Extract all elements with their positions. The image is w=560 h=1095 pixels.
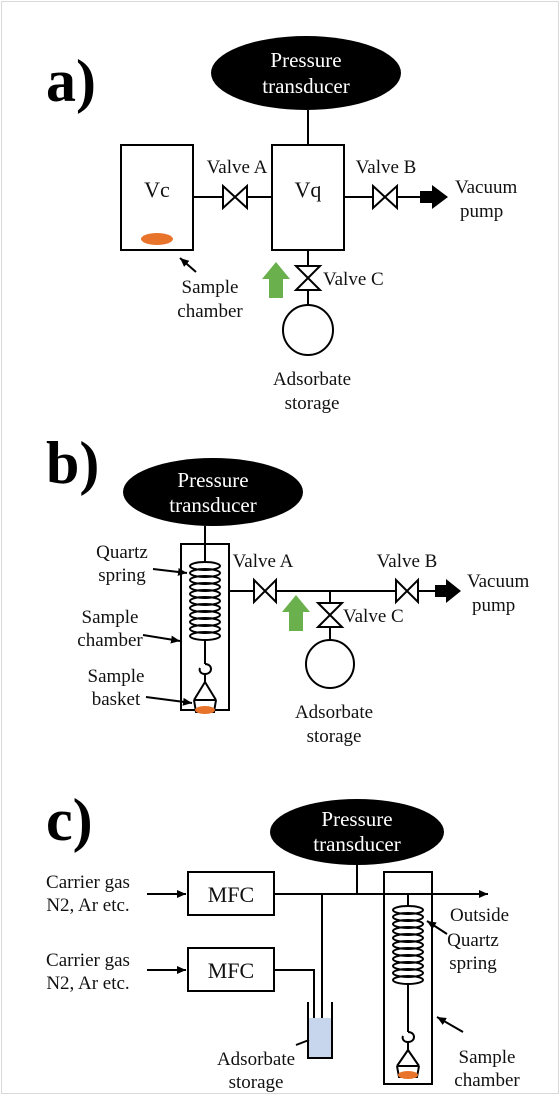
panel-a-vacuum-arrow [420,185,448,209]
panel-b-valve-b-symbol [395,577,419,605]
panel-c-carrier-gas-2-line1: Carrier gas [46,950,130,971]
panel-b-sample-basket-line2: basket [92,689,141,710]
panel-a-letter: a) [46,48,96,114]
panel-a-valve-b-symbol [372,183,398,211]
panel-a-valve-a-label: Valve A [207,157,268,178]
panel-c-sample-basket [396,1042,420,1079]
panel-a-storage-line1: Adsorbate [273,369,351,390]
panel-a-valve-c-symbol [293,265,323,291]
panel-b-valve-a-label: Valve A [233,551,294,572]
panel-a-adsorbate-storage-vessel [282,304,334,356]
panel-a-pressure-transducer: Pressure transducer [211,36,401,110]
panel-b-sample-basket-line1: Sample [88,666,145,687]
panel-c-transducer-line1: Pressure [321,807,392,831]
panel-c-mfc-2 [187,947,275,992]
panel-c-sample-chamber-line1: Sample [459,1047,516,1068]
panel-a-valve-a-symbol [222,183,248,211]
panel-a-transducer-line1: Pressure [270,48,341,72]
panel-b-adsorbate-storage-vessel [305,639,355,689]
panel-a-sample [141,233,173,245]
panel-c-carrier-gas-1-line1: Carrier gas [46,872,130,893]
panel-c-storage-line1: Adsorbate [217,1049,295,1070]
panel-b-vacuum-line1: Vacuum [467,571,529,592]
panel-a-sample-chamber-line1: Sample [182,277,239,298]
panel-b-quartz-line2: spring [98,565,146,586]
panel-b-sample-basket [193,674,217,714]
panel-a-vc-label: Vc [144,177,170,202]
panel-a-transducer-line2: transducer [262,74,349,98]
panel-b-vacuum-arrow [435,579,461,603]
panel-b-valve-b-label: Valve B [377,551,438,572]
panel-b-sample [195,706,215,714]
panel-a-valve-c-label: Valve C [323,269,384,290]
panel-a: a) Pressure transducer Vc Vq Valve A Val… [46,36,517,414]
panel-c-letter: c) [46,787,93,853]
panel-b-sample-chamber-line2: chamber [77,630,143,651]
panel-a-sample-chamber-line2: chamber [177,301,243,322]
panel-b-vacuum-line2: pump [472,595,515,616]
panel-c-storage-line2: storage [229,1072,284,1093]
panel-a-green-arrow [262,262,290,298]
panel-a-storage-line2: storage [285,393,340,414]
panel-c-pressure-transducer: Pressure transducer [270,799,444,865]
panel-c-quartz-spring [392,894,424,1044]
panel-a-vacuum-line1: Vacuum [455,177,517,198]
panel-c-carrier-gas-2-line2: N2, Ar etc. [46,973,129,994]
panel-c-sample-chamber-line2: chamber [454,1070,520,1091]
panel-b: b) Pressure transducer [46,430,529,747]
panel-b-green-arrow [282,595,310,631]
panel-b-valve-c-label: Valve C [343,606,404,627]
panel-c-quartz-line2: spring [449,953,497,974]
panel-c-outside-label: Outside [450,905,509,926]
panel-c-transducer-line2: transducer [313,832,400,856]
panel-b-valve-a-symbol [253,577,277,605]
panel-c-mfc-2-label: MFC [208,958,254,983]
panel-b-storage-line1: Adsorbate [295,702,373,723]
panel-a-valve-b-label: Valve B [356,157,417,178]
panel-c-mfc-1-label: MFC [208,882,254,907]
panel-b-pressure-transducer: Pressure transducer [123,458,303,526]
panel-a-vacuum-line2: pump [460,201,503,222]
panel-c-sample [398,1071,418,1079]
panel-c-adsorbate-storage-vial [307,1002,333,1059]
panel-b-quartz-line1: Quartz [96,542,148,563]
panel-a-vq-label: Vq [295,177,322,202]
panel-b-storage-line2: storage [307,726,362,747]
panel-b-quartz-spring [189,544,221,676]
panel-b-transducer-line1: Pressure [177,468,248,492]
panel-a-vc-chamber [120,144,194,251]
panel-b-sample-chamber-line1: Sample [82,607,139,628]
panel-b-valve-c-symbol [315,602,345,628]
panel-c: c) Pressure transducer Carrier gas N2, A… [46,787,520,1093]
panel-b-transducer-line2: transducer [169,493,256,517]
panel-c-carrier-gas-1-line2: N2, Ar etc. [46,895,129,916]
panel-c-quartz-line1: Quartz [447,930,499,951]
panel-b-letter: b) [46,430,99,496]
